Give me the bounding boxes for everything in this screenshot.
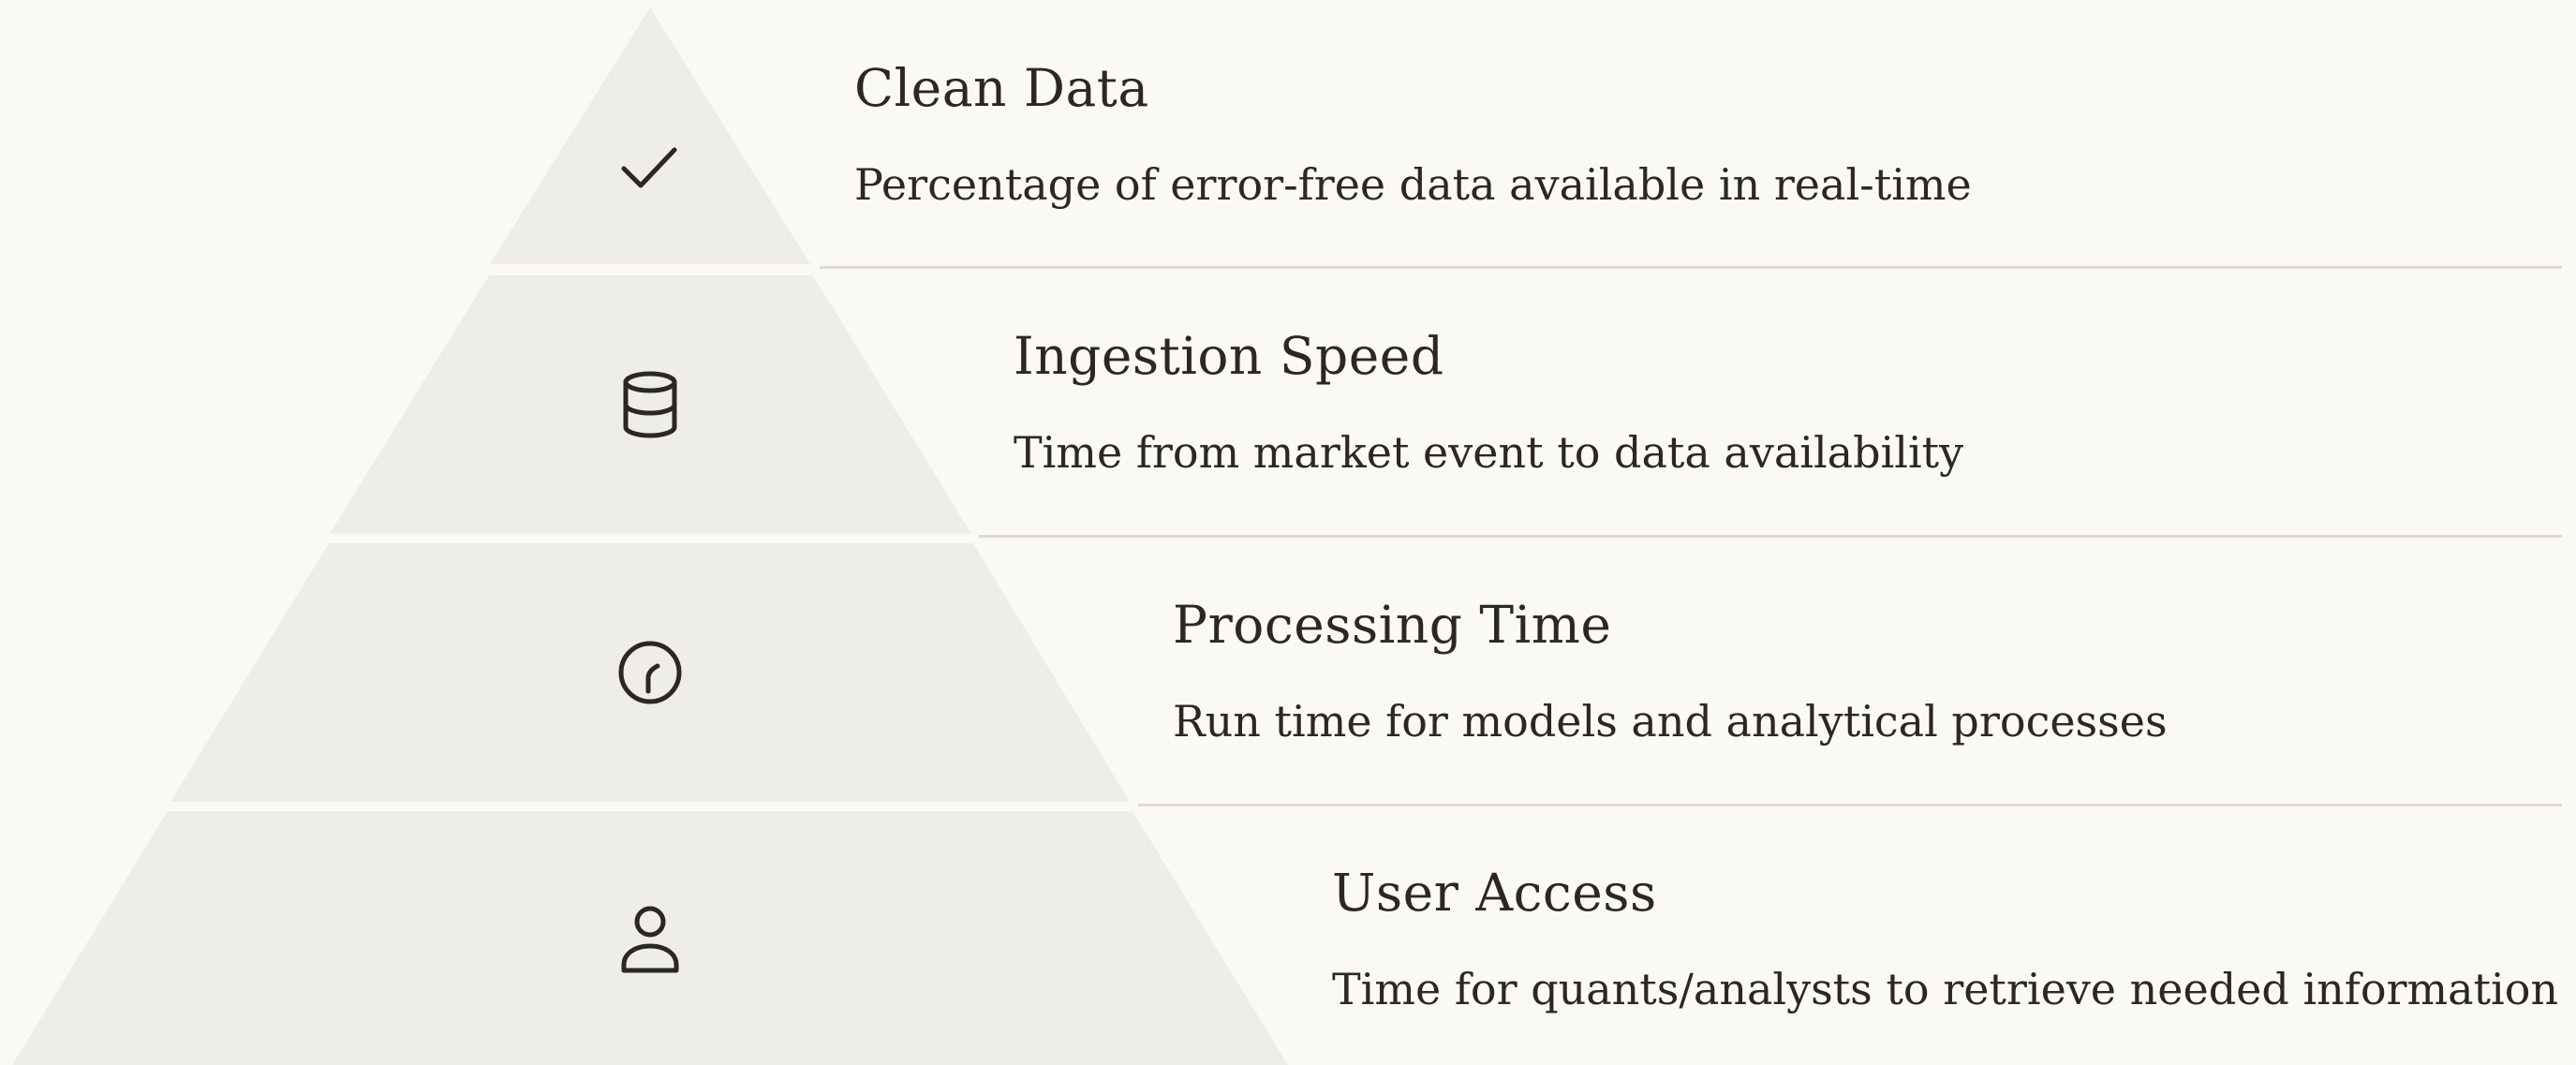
tier-description: Time for quants/analysts to retrieve nee… [1332,964,2559,1014]
tier-3-text: Processing Time Run time for models and … [1173,594,2168,747]
tier-description: Run time for models and analytical proce… [1173,696,2168,747]
clock-icon [614,637,686,708]
tier-3-divider [1138,804,2562,806]
tier-title: Processing Time [1173,595,1612,655]
tier-title: User Access [1332,863,1657,923]
tier-4-text: User Access Time for quants/analysts to … [1332,862,2558,1015]
tier-description: Time from market event to data availabil… [1014,427,1964,478]
tier-1-shape [490,7,810,264]
tier-4-shape [12,811,1288,1065]
tier-2-shape [330,275,971,534]
database-icon [614,369,686,440]
tier-2-divider [979,535,2562,538]
tier-title: Ingestion Speed [1014,326,1444,386]
check-icon [614,131,686,202]
tier-description: Percentage of error-free data available … [854,159,1972,210]
tier-title: Clean Data [854,58,1149,118]
tier-1-divider [820,266,2562,269]
tier-2-text: Ingestion Speed Time from market event t… [1014,325,1963,479]
user-icon [614,905,686,976]
tier-1-text: Clean Data Percentage of error-free data… [854,57,1972,211]
